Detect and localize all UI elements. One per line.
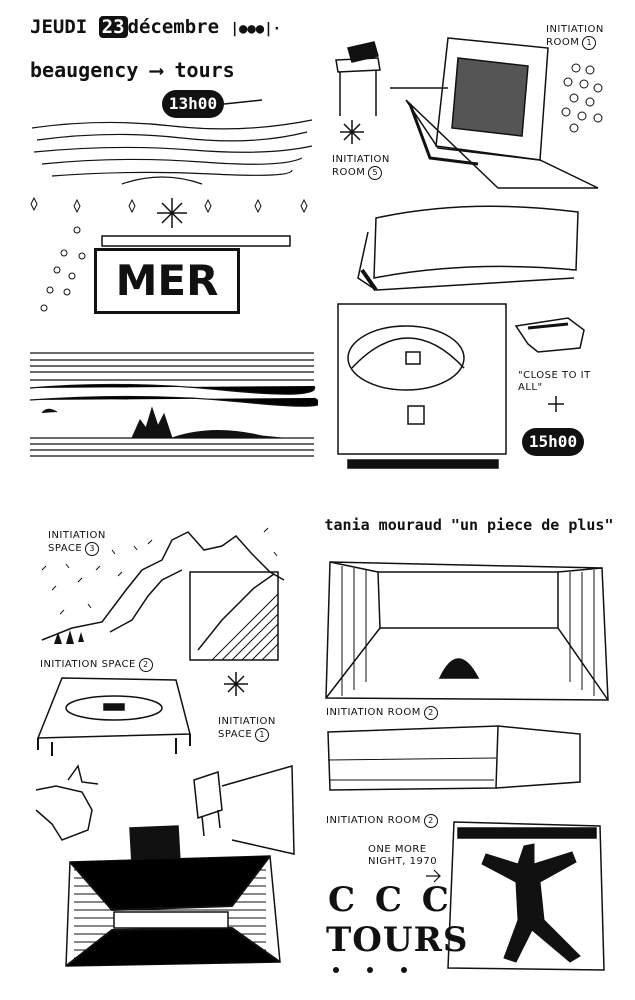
dots-mark: |●●●|·: [230, 21, 282, 37]
space2-text: INITIATION SPACE: [40, 659, 136, 670]
date-box: 23: [98, 16, 128, 38]
space3-num: 3: [85, 542, 100, 556]
one-more-night-caption: ONE MORE NIGHT, 1970: [368, 844, 438, 867]
rooms-sketch: [335, 37, 603, 469]
space2-num: 2: [138, 658, 153, 672]
route-to: tours: [174, 58, 235, 82]
room2b-text: INITIATION ROOM: [326, 815, 421, 826]
time-badge: 13h00: [162, 90, 224, 118]
figure-silhouette: [481, 843, 581, 963]
spaces-sketch: [35, 527, 295, 967]
room1-text: INITIATION ROOM: [546, 24, 604, 48]
room5-num: 5: [368, 166, 383, 180]
room5-text: INITIATION ROOM: [332, 154, 390, 178]
space1-num: 1: [255, 728, 270, 742]
close-to-it-all-quote: "CLOSE TO IT ALL": [518, 370, 591, 393]
room2b-num: 2: [423, 814, 438, 828]
route-from: beaugency: [30, 58, 139, 82]
tours-text: TOURS: [326, 920, 469, 960]
room2a-num: 2: [423, 706, 438, 720]
arrow-icon: ⟶: [150, 58, 163, 82]
artist-title: tania mouraud "un piece de plus": [324, 516, 614, 534]
time-badge-2: 15h00: [522, 428, 584, 456]
rooms-sketch-2: [325, 561, 609, 973]
day-text: JEUDI: [30, 16, 88, 38]
room2a-text: INITIATION ROOM: [326, 707, 421, 718]
room1-num: 1: [582, 36, 597, 50]
mer-sign: MER: [94, 248, 240, 314]
space1-text: INITIATION SPACE: [218, 716, 276, 740]
route-line: beaugency ⟶ tours: [30, 58, 235, 82]
landscape-sketch-top: [29, 99, 321, 457]
space3-text: INITIATION SPACE: [48, 530, 106, 554]
ccc-text: C C C: [328, 880, 453, 920]
month-text: décembre: [127, 16, 220, 38]
page-bottom-right: tania mouraud "un piece de plus" INITIAT…: [318, 510, 614, 980]
